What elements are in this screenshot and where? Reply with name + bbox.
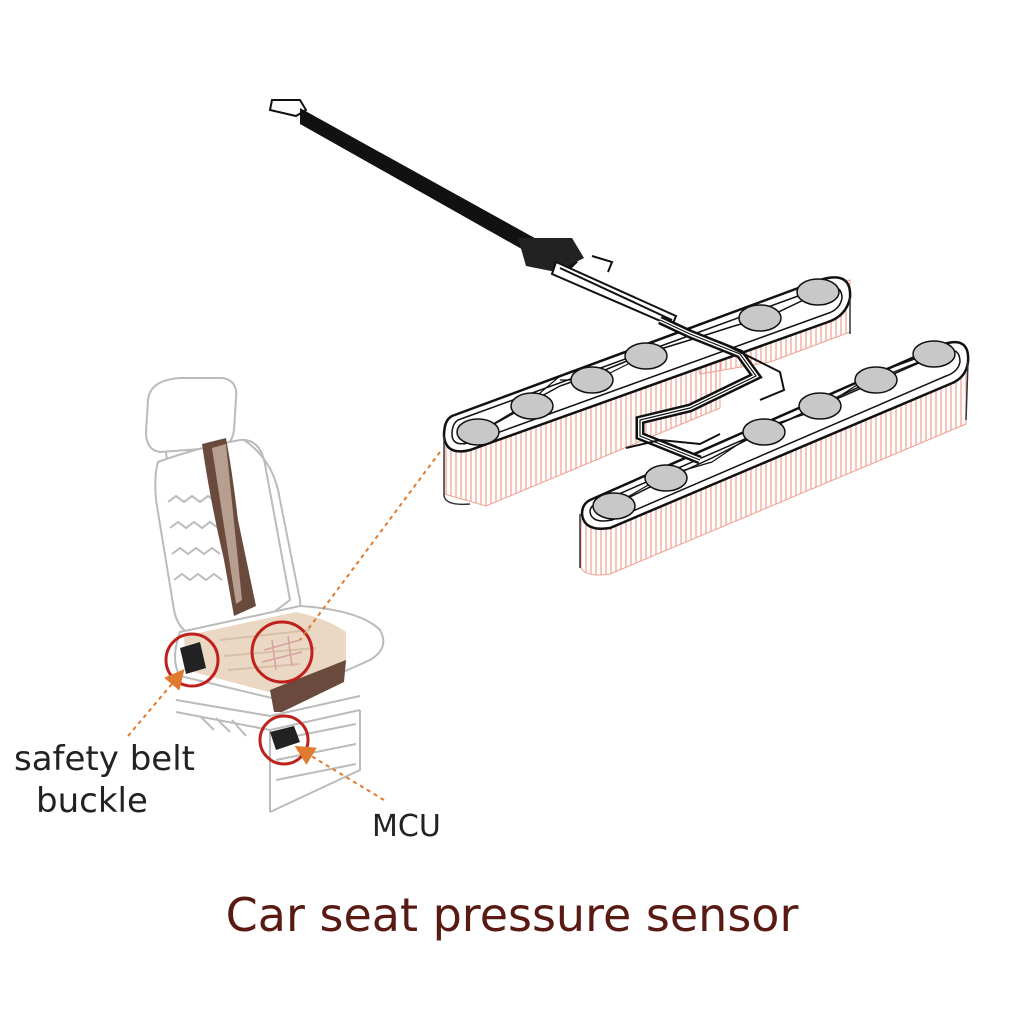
- callout-buckle-line: [127, 668, 185, 737]
- safety-belt-buckle-label: safety belt buckle: [14, 738, 195, 822]
- sensor-pads-front: [592, 340, 956, 520]
- sensor-ribbon-cable: [268, 99, 678, 328]
- buckle-icon: [164, 632, 220, 688]
- pressure-sensor-mat-icon: [268, 99, 970, 576]
- mcu-box-icon: [258, 714, 310, 766]
- safety-belt-label-line1: safety belt: [14, 739, 195, 779]
- mcu-label: MCU: [372, 809, 441, 844]
- callout-sensor-line: [299, 451, 441, 641]
- safety-belt-label-line2: buckle: [36, 781, 148, 821]
- diagram-caption: Car seat pressure sensor: [225, 888, 799, 942]
- sensor-pads-back: [456, 278, 840, 446]
- seat-rails: [175, 695, 361, 813]
- callout-mcu-line: [294, 745, 385, 801]
- car-seat-icon: [144, 377, 385, 813]
- seat-headrest: [144, 377, 238, 454]
- cushion-sensor-highlight: [250, 620, 314, 684]
- callout-lines: [127, 451, 441, 801]
